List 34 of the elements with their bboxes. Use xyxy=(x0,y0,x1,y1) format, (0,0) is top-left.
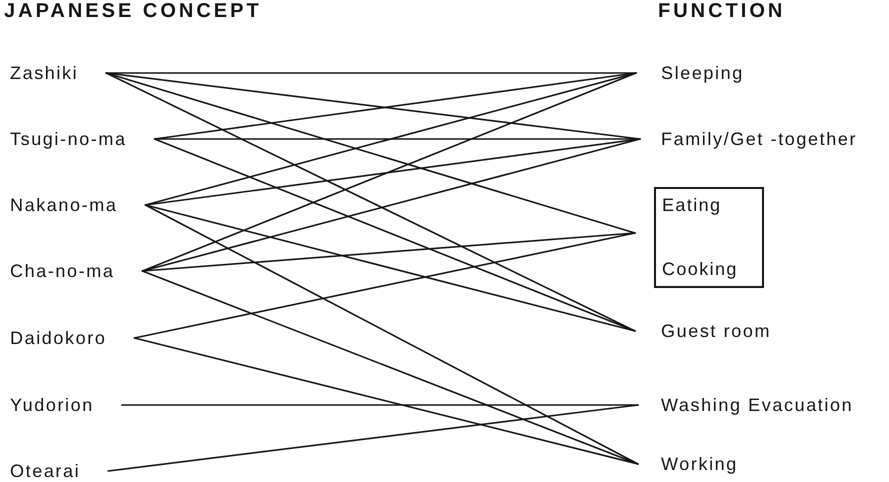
concept-label: Tsugi-no-ma xyxy=(10,128,127,150)
connector-line xyxy=(134,232,636,339)
concept-label: Yudorion xyxy=(10,394,94,416)
concept-label: Otearai xyxy=(10,460,80,482)
connector-line xyxy=(144,204,636,332)
function-label: Working xyxy=(661,453,738,475)
connector-line xyxy=(121,404,639,406)
grouping-box xyxy=(654,187,764,288)
concept-label: Daidokoro xyxy=(10,327,106,349)
function-label: Eating xyxy=(662,194,722,216)
connector-line xyxy=(105,72,636,234)
function-label: Family/Get -together xyxy=(661,128,858,150)
connector-line xyxy=(142,270,639,465)
connector-line xyxy=(154,138,641,140)
function-label: Cooking xyxy=(662,258,739,280)
connector-line xyxy=(105,72,637,74)
connector-line xyxy=(105,72,636,332)
connector-line xyxy=(134,337,639,465)
connector-line xyxy=(154,138,636,332)
concept-label: Nakano-ma xyxy=(10,194,118,216)
connector-line xyxy=(142,232,636,272)
concept-label: Zashiki xyxy=(10,62,78,84)
function-label: Guest room xyxy=(661,320,772,342)
function-label: Sleeping xyxy=(661,62,744,84)
column-heading: JAPANESE CONCEPT xyxy=(4,0,262,22)
concept-label: Cha-no-ma xyxy=(10,260,114,282)
connector-line xyxy=(142,72,637,272)
connector-line xyxy=(144,138,641,206)
connector-line xyxy=(144,72,637,206)
function-label: Washing Evacuation xyxy=(661,394,854,416)
connector-line xyxy=(142,138,641,272)
connector-line xyxy=(144,204,639,465)
connector-line xyxy=(107,404,639,472)
column-heading: FUNCTION xyxy=(658,0,786,22)
